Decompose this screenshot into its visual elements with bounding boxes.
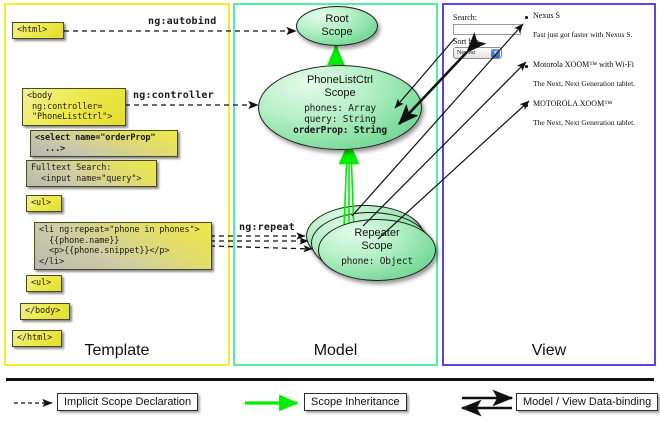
sort-by-label: Sort by:	[453, 37, 479, 46]
legend-model-view-data-binding: Model / View Data-binding	[516, 393, 659, 411]
scope-phonelistctrl: PhoneListCtrl Scope phones: Array query:…	[258, 65, 422, 150]
scope-root-title-2: Scope	[321, 26, 353, 38]
sort-by-select[interactable]: Newest ▾	[453, 47, 502, 59]
code-box-ul-open: <ul>	[26, 195, 62, 212]
list-bullet	[525, 16, 528, 19]
search-input[interactable]	[453, 24, 521, 35]
chevron-down-icon[interactable]: ▾	[491, 49, 500, 58]
column-template-label: Template	[84, 342, 150, 359]
scope-phonelistctrl-prop-1: query: String	[304, 114, 376, 125]
phone-snippet: Fast just got faster with Nexus S.	[533, 30, 633, 39]
edge-label-ng-repeat: ng:repeat	[239, 222, 295, 233]
code-box-body-open: <body ng:controller= "PhoneListCtrl">	[22, 88, 126, 126]
scope-phonelistctrl-prop-2: orderProp: String	[293, 125, 387, 136]
code-box-body-close: </body>	[20, 303, 70, 320]
list-bullet	[525, 65, 528, 68]
legend-divider	[6, 378, 654, 381]
phone-name: Nexus S	[533, 11, 560, 20]
scope-phonelistctrl-prop-0: phones: Array	[304, 103, 376, 114]
column-model-label: Model	[313, 342, 358, 359]
scope-root-title-1: Root	[325, 13, 349, 25]
code-box-fulltext-search: Fulltext Search: <input name="query">	[26, 160, 157, 187]
phone-snippet: The Next, Next Generation tablet.	[533, 118, 636, 127]
code-box-html-open: <html>	[12, 22, 64, 39]
search-label: Search:	[453, 13, 477, 22]
code-box-select: <select name="orderProp" ...>	[30, 130, 178, 157]
scope-repeater: Repeater Scope phone: Object	[318, 219, 436, 281]
legend-implicit-scope-declaration: Implicit Scope Declaration	[57, 393, 199, 411]
edge-label-ng-controller: ng:controller	[133, 90, 214, 101]
list-bullet	[525, 104, 528, 107]
code-box-html-close: </html>	[12, 330, 62, 347]
sort-by-selected-value: Newest	[457, 50, 475, 56]
legend-scope-inheritance: Scope Inheritance	[304, 393, 407, 411]
edge-label-ng-autobind: ng:autobind	[148, 16, 217, 27]
scope-repeater-prop-0: phone: Object	[341, 256, 413, 267]
scope-phonelistctrl-title-1: PhoneListCtrl	[306, 74, 374, 86]
column-model: Model	[233, 3, 438, 366]
scope-root: Root Scope	[296, 6, 378, 46]
phone-snippet: The Next, Next Generation tablet.	[533, 79, 636, 88]
code-box-ul-close: <ul>	[26, 275, 62, 292]
phone-name: MOTOROLA XOOM™	[533, 99, 613, 108]
scope-phonelistctrl-title-2: Scope	[324, 87, 356, 99]
scope-repeater-title-2: Scope	[361, 240, 393, 252]
scope-repeater-title-1: Repeater	[354, 227, 400, 239]
column-view-label: View	[531, 342, 567, 359]
phone-name: Motorola XOOM™ with Wi-Fi	[533, 60, 634, 69]
code-box-li-repeat: <li ng:repeat="phone in phones"> {{phone…	[34, 222, 212, 270]
